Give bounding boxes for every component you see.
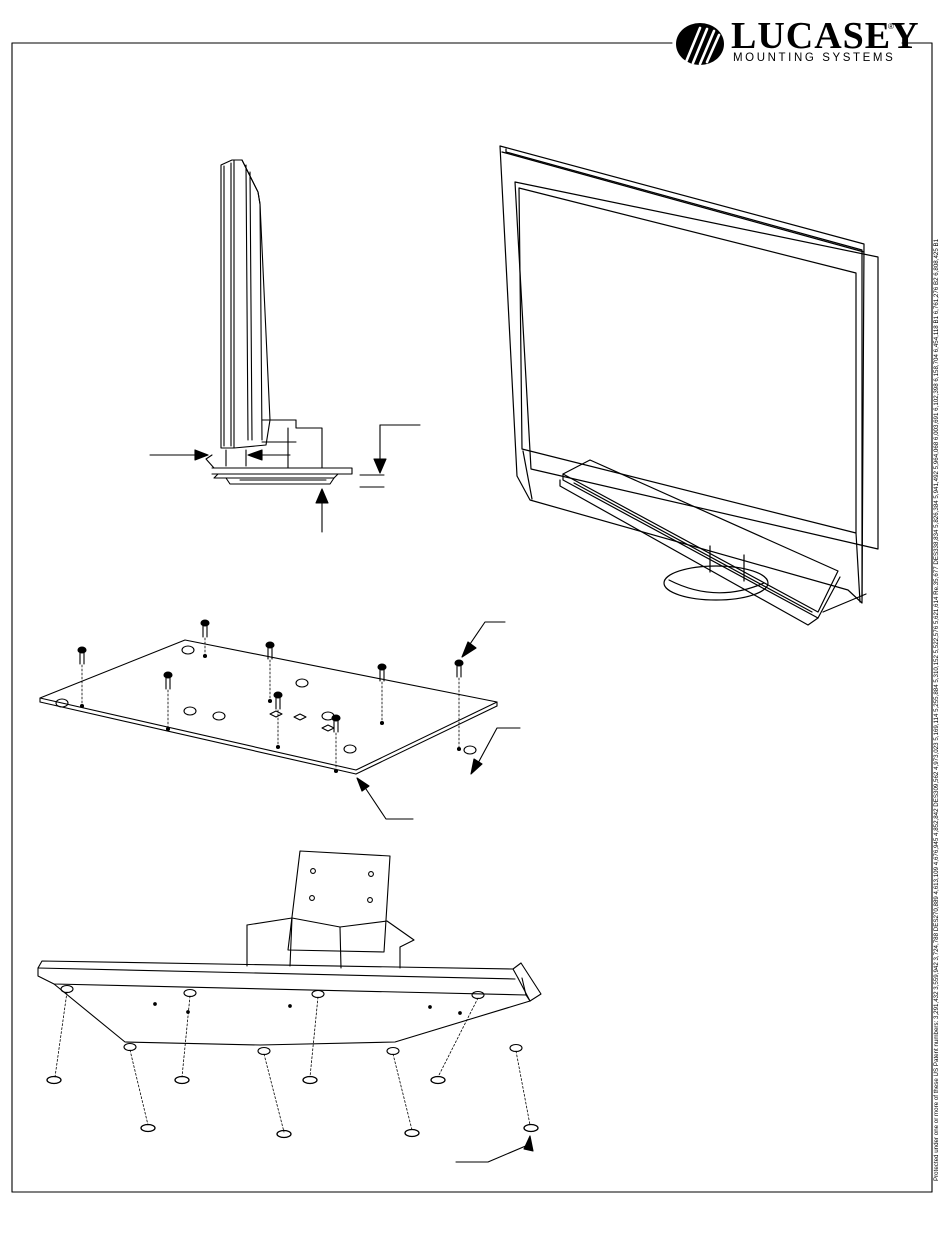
rubber-foot-callout-arrow [455,1135,534,1163]
plate-holes [79,653,462,774]
pedestal-with-feet-view [37,850,542,1056]
patent-notice: Protected under one or more of these US … [933,238,940,1181]
base-plate-callout-arrows [356,621,521,820]
side-view-display [205,159,353,485]
brand-name: LUCASEY [731,15,920,57]
registered-mark: ® [888,22,894,31]
base-plate-screws-view [39,619,498,775]
plate-standoffs [55,645,477,755]
side-view-dimension-arrows [149,424,421,533]
screw-set [77,619,464,733]
perspective-view-display [499,145,879,626]
lucasey-logo-mark [676,23,724,66]
brand-tagline: MOUNTING SYSTEMS [733,52,896,64]
page-frame [11,42,933,1193]
rubber-feet [46,1075,539,1139]
foot-guide-lines [54,991,531,1133]
